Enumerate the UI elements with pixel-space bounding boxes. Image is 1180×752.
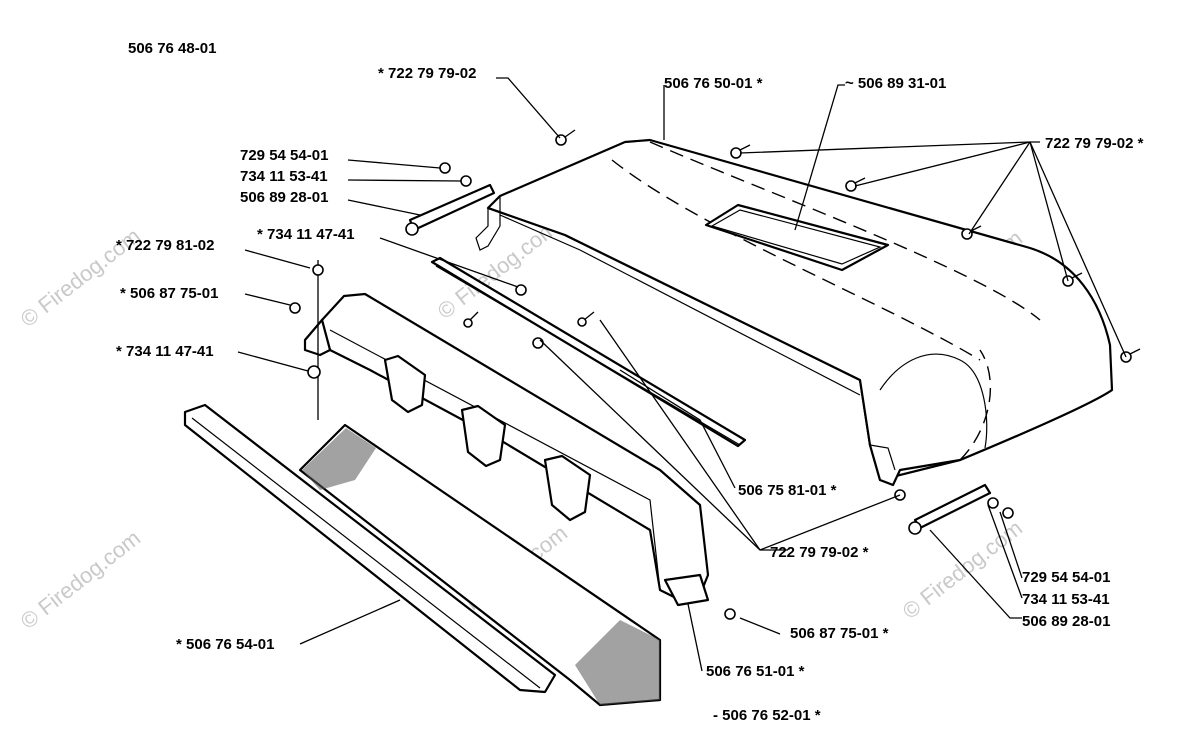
- top-cover: [475, 129, 1141, 487]
- callout-729-54-54-01-right: 729 54 54-01: [1022, 569, 1110, 586]
- callout-506-89-28-01-right: 506 89 28-01: [1022, 613, 1110, 630]
- callout-506-76-51-01: 506 76 51-01 *: [706, 663, 805, 680]
- callout-734-11-53-41-right: 734 11 53-41: [1022, 591, 1110, 608]
- callout-506-76-54-01: * 506 76 54-01: [176, 636, 274, 653]
- callout-734-11-53-41-left: 734 11 53-41: [240, 168, 328, 185]
- callout-506-76-50-01: 506 76 50-01 *: [664, 75, 763, 92]
- left-hinge-bracket: [405, 162, 496, 236]
- left-hardware: [289, 260, 324, 420]
- callout-506-89-28-01-left: 506 89 28-01: [240, 189, 328, 206]
- callout-506-89-31-01: ~ 506 89 31-01: [845, 75, 946, 92]
- callout-506-75-81-01: 506 75 81-01 *: [738, 482, 837, 499]
- leader-lines: [237, 77, 1127, 672]
- callout-734-11-47-41-left: * 734 11 47-41: [116, 343, 214, 360]
- callout-734-11-47-41-top: * 734 11 47-41: [257, 226, 355, 243]
- callout-729-54-54-01-left: 729 54 54-01: [240, 147, 328, 164]
- callout-506-87-75-01-left: * 506 87 75-01: [120, 285, 218, 302]
- callout-722-79-79-02-top: * 722 79 79-02: [378, 65, 476, 82]
- callout-labels: 506 76 48-01 * 722 79 79-02 506 76 50-01…: [116, 40, 1144, 724]
- bottom-rail: [183, 403, 557, 694]
- watermark-4: © Firedog.com: [16, 525, 145, 634]
- callout-722-79-81-02: * 722 79 81-02: [116, 237, 214, 254]
- right-hinge-bracket: [724, 483, 1014, 620]
- assembly-number: 506 76 48-01: [128, 40, 216, 57]
- front-baffle: [303, 292, 710, 607]
- mesh-screen: [298, 423, 662, 707]
- callout-506-87-75-01-right: 506 87 75-01 *: [790, 625, 889, 642]
- callout-722-79-79-02-right: 722 79 79-02 *: [1045, 135, 1144, 152]
- callout-722-79-79-02-bottom: 722 79 79-02 *: [770, 544, 869, 561]
- callout-506-76-52-01: - 506 76 52-01 *: [713, 707, 821, 724]
